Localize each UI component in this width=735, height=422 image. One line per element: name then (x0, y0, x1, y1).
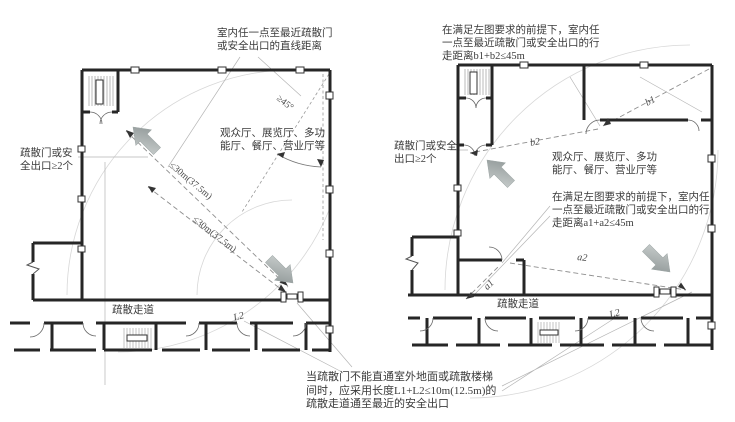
range-arcs (66, 69, 331, 353)
stair-landing (95, 79, 104, 105)
column-marks (77, 66, 334, 334)
right-top-annotation: 在满足左图要求的前提下，室内任 一点至最近疏散门或安全出口的行 走距离b1+b2… (442, 25, 600, 62)
wall-break-icon (404, 255, 419, 271)
side-room-walls (31, 241, 82, 300)
right-exit-count-note: 疏散门或安全 出口≥2个 (394, 141, 457, 165)
bottom-stair-landing (126, 334, 148, 342)
left-l2-label: L2 (232, 310, 246, 324)
left-top-annotation: 室内任一点至最近疏散门 或安全出口的直线距离 (217, 28, 333, 52)
left-corridor-label: 疏散走道 (112, 305, 154, 316)
door-arcs (419, 97, 700, 332)
lower-room-walls (458, 258, 526, 295)
leader-lines (78, 56, 353, 385)
partition-walls (582, 65, 712, 122)
right-mid-annotation: 在满足左图要求的前提下，室内任 一点至最近疏散门或安全出口的行 走距离a1+a2… (552, 192, 710, 229)
right-b2-label: b2 (529, 136, 541, 149)
stair-landing (469, 71, 478, 95)
left-hall-label: 观众厅、展览厅、多功 能厅、餐厅、营业厅等 (220, 128, 325, 152)
path-arrowheads (466, 118, 686, 299)
column-marks (453, 61, 716, 330)
hall-walls (80, 68, 332, 352)
distance-dashed-lines (125, 130, 289, 294)
flow-arrow-to-exit1 (486, 159, 515, 188)
exit-door (280, 291, 304, 303)
wall-break-icon (25, 261, 41, 275)
corridor-bottom-walls (408, 316, 712, 345)
angle-dashed-lines (241, 73, 330, 240)
bottom-corridor-note: 当疏散门不能直通室外地面或疏散楼梯 间时，应采用长度L1+L2≤10m(12.5… (306, 371, 497, 410)
flow-arrow-to-exit2 (265, 255, 294, 284)
right-hall-label: 观众厅、展览厅、多功 能厅、餐厅、营业厅等 (552, 152, 657, 176)
left-floor-plan (10, 56, 353, 385)
flow-arrow-to-exit1 (132, 126, 161, 155)
right-floor-plan (404, 44, 719, 399)
left-exit-count-note: 疏散门或安 全出口≥2个 (20, 148, 74, 172)
right-corridor-label: 疏散走道 (497, 299, 539, 310)
walk-path-dashed (465, 68, 710, 300)
right-l2-label: L2 (608, 307, 622, 321)
exit-door (653, 286, 677, 298)
flow-arrow-to-exit2 (642, 244, 671, 273)
dim-arrowheads (126, 130, 324, 292)
side-room-walls (410, 235, 458, 295)
right-a2-label: a2 (576, 251, 588, 264)
door-arcs (29, 111, 307, 338)
corridor-bottom-walls (10, 321, 330, 350)
bottom-stair-landing (539, 329, 559, 336)
